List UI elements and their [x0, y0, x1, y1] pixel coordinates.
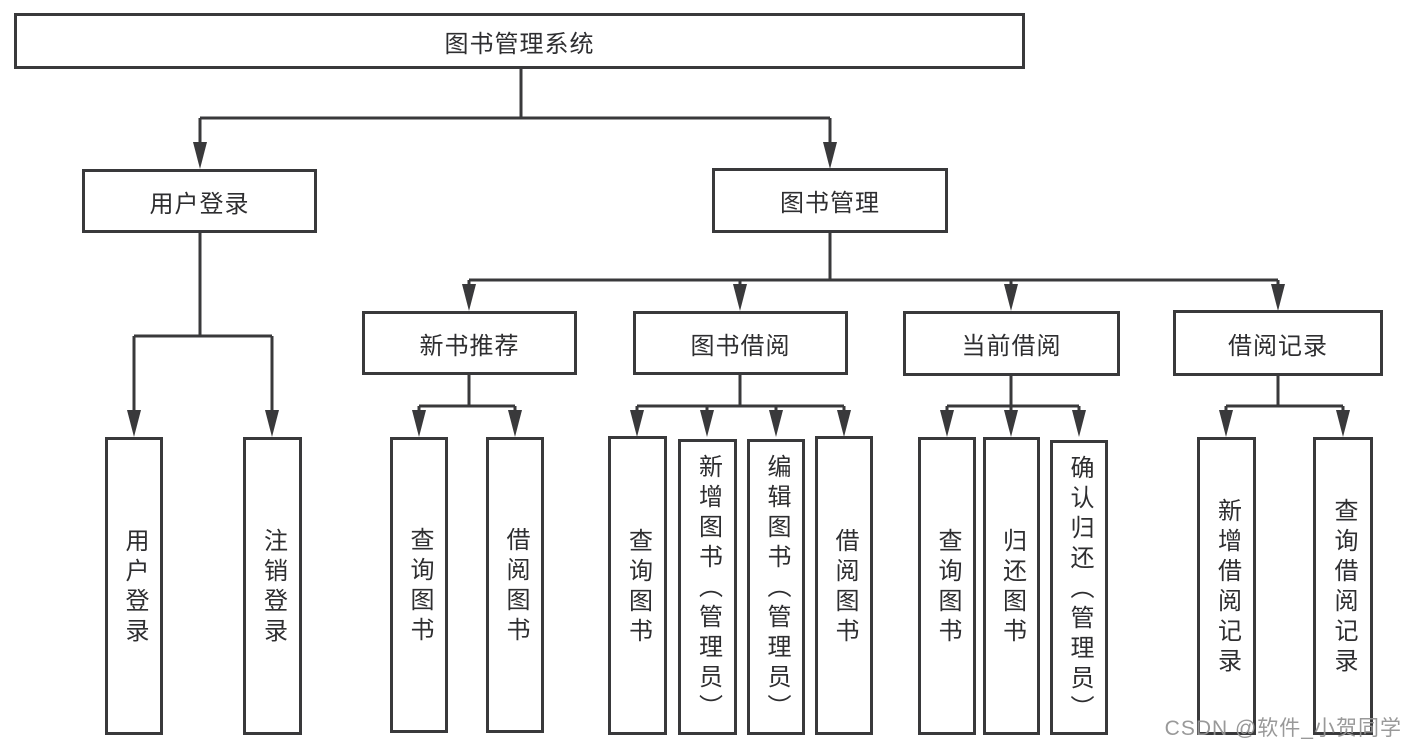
arrowhead	[193, 142, 207, 169]
node-leaf-bb-borrow: 借阅图书	[815, 436, 873, 735]
node-book-borrow: 图书借阅	[633, 311, 848, 375]
arrowhead	[1004, 410, 1018, 437]
node-new-books: 新书推荐	[362, 311, 577, 375]
node-leaf-cb-confirm: 确认归还（管理员）	[1050, 440, 1108, 735]
node-leaf-logout: 注销登录	[243, 437, 302, 735]
node-leaf-bb-add: 新增图书（管理员）	[678, 439, 737, 735]
arrowhead	[837, 410, 851, 437]
node-leaf-br-add: 新增借阅记录	[1197, 437, 1256, 735]
node-book-mgmt: 图书管理	[712, 168, 948, 233]
connector-book-mgmt	[467, 233, 1280, 288]
node-user-login: 用户登录	[82, 169, 317, 233]
arrowhead	[1004, 284, 1018, 311]
connector-root	[198, 69, 832, 146]
arrowhead	[1271, 284, 1285, 311]
arrowhead	[265, 410, 279, 437]
node-root: 图书管理系统	[14, 13, 1025, 69]
node-current-borrow: 当前借阅	[903, 311, 1120, 376]
arrowhead	[700, 410, 714, 437]
node-leaf-br-query: 查询借阅记录	[1313, 437, 1373, 735]
arrowhead	[733, 284, 747, 311]
arrowhead	[940, 410, 954, 437]
node-leaf-cb-query: 查询图书	[918, 437, 976, 735]
arrowhead	[127, 410, 141, 437]
node-leaf-bb-edit: 编辑图书（管理员）	[747, 439, 805, 735]
arrowhead	[508, 410, 522, 437]
arrowhead	[1336, 410, 1350, 437]
arrowhead	[462, 284, 476, 311]
arrowhead	[769, 410, 783, 437]
connector-book-borrow	[635, 375, 846, 414]
node-leaf-cb-return: 归还图书	[983, 437, 1040, 735]
connector-user-login	[132, 233, 274, 414]
node-leaf-nb-query: 查询图书	[390, 437, 448, 733]
connector-new-books	[417, 375, 517, 414]
connector-borrow-records	[1224, 376, 1345, 414]
connector-current-borrow	[945, 376, 1081, 414]
arrowhead	[1219, 410, 1233, 437]
node-leaf-nb-borrow: 借阅图书	[486, 437, 544, 733]
node-leaf-bb-query: 查询图书	[608, 436, 667, 735]
arrowhead	[1072, 410, 1086, 437]
watermark: CSDN @软件_小贺同学	[1164, 717, 1402, 740]
arrowhead	[823, 142, 837, 169]
node-leaf-user-login: 用户登录	[105, 437, 163, 735]
node-borrow-records: 借阅记录	[1173, 310, 1383, 376]
arrowhead	[412, 410, 426, 437]
arrowhead	[630, 410, 644, 437]
